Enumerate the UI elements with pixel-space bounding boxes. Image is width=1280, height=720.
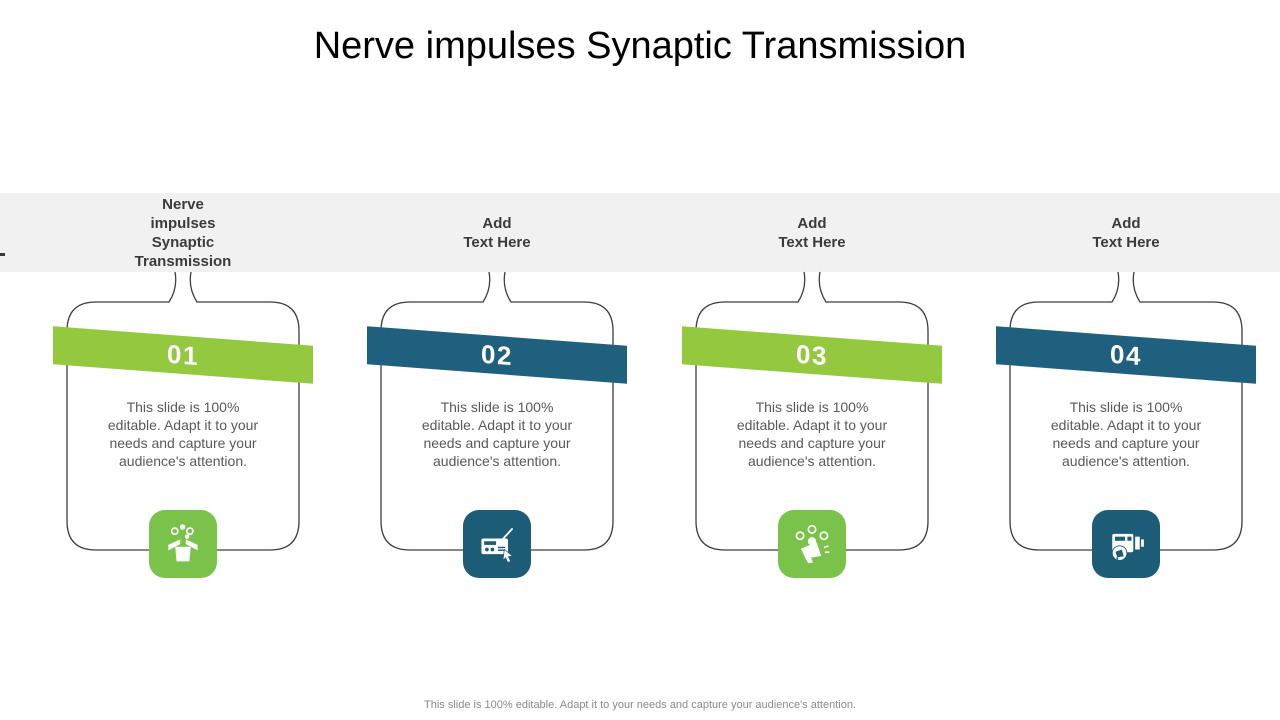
social-box-icon xyxy=(149,510,217,578)
step-number: 01 xyxy=(167,338,199,372)
column-header-2: Add Text Here xyxy=(380,193,614,272)
header-line: Text Here xyxy=(778,233,846,251)
column-header-3: Add Text Here xyxy=(695,193,929,272)
header-line: Add xyxy=(797,214,827,232)
left-edge-tick xyxy=(0,253,5,256)
header-band xyxy=(0,193,1280,272)
header-line: impulses xyxy=(150,214,216,232)
slide-title: Nerve impulses Synaptic Transmission xyxy=(313,25,967,67)
step-card-2: 02 This slide is 100% editable. Adapt it… xyxy=(367,270,627,630)
header-line: Add xyxy=(482,214,512,232)
megaphone-audience-icon xyxy=(778,510,846,578)
header-line: Transmission xyxy=(134,252,232,270)
video-camera-promo-icon xyxy=(1092,510,1160,578)
card-body-text: This slide is 100% editable. Adapt it to… xyxy=(736,399,888,469)
step-number: 02 xyxy=(481,338,513,372)
header-line: Text Here xyxy=(1092,233,1160,251)
step-number: 03 xyxy=(796,338,828,372)
card-body-text: This slide is 100% editable. Adapt it to… xyxy=(421,399,573,469)
header-line: Text Here xyxy=(463,233,531,251)
step-card-4: 04 This slide is 100% editable. Adapt it… xyxy=(996,270,1256,630)
header-line: Synaptic xyxy=(151,233,215,251)
column-header-4: Add Text Here xyxy=(1009,193,1243,272)
card-body-text: This slide is 100% editable. Adapt it to… xyxy=(1050,399,1202,469)
step-card-1: 01 This slide is 100% editable. Adapt it… xyxy=(53,270,313,630)
card-body-text: This slide is 100% editable. Adapt it to… xyxy=(107,399,259,469)
step-card-3: 03 This slide is 100% editable. Adapt it… xyxy=(682,270,942,630)
slide-footer: This slide is 100% editable. Adapt it to… xyxy=(424,699,856,711)
header-line: Nerve xyxy=(162,195,204,213)
header-line: Add xyxy=(1111,214,1141,232)
column-header-1: Nerve impulses Synaptic Transmission xyxy=(66,193,300,272)
radio-icon xyxy=(463,510,531,578)
step-number: 04 xyxy=(1110,338,1142,372)
